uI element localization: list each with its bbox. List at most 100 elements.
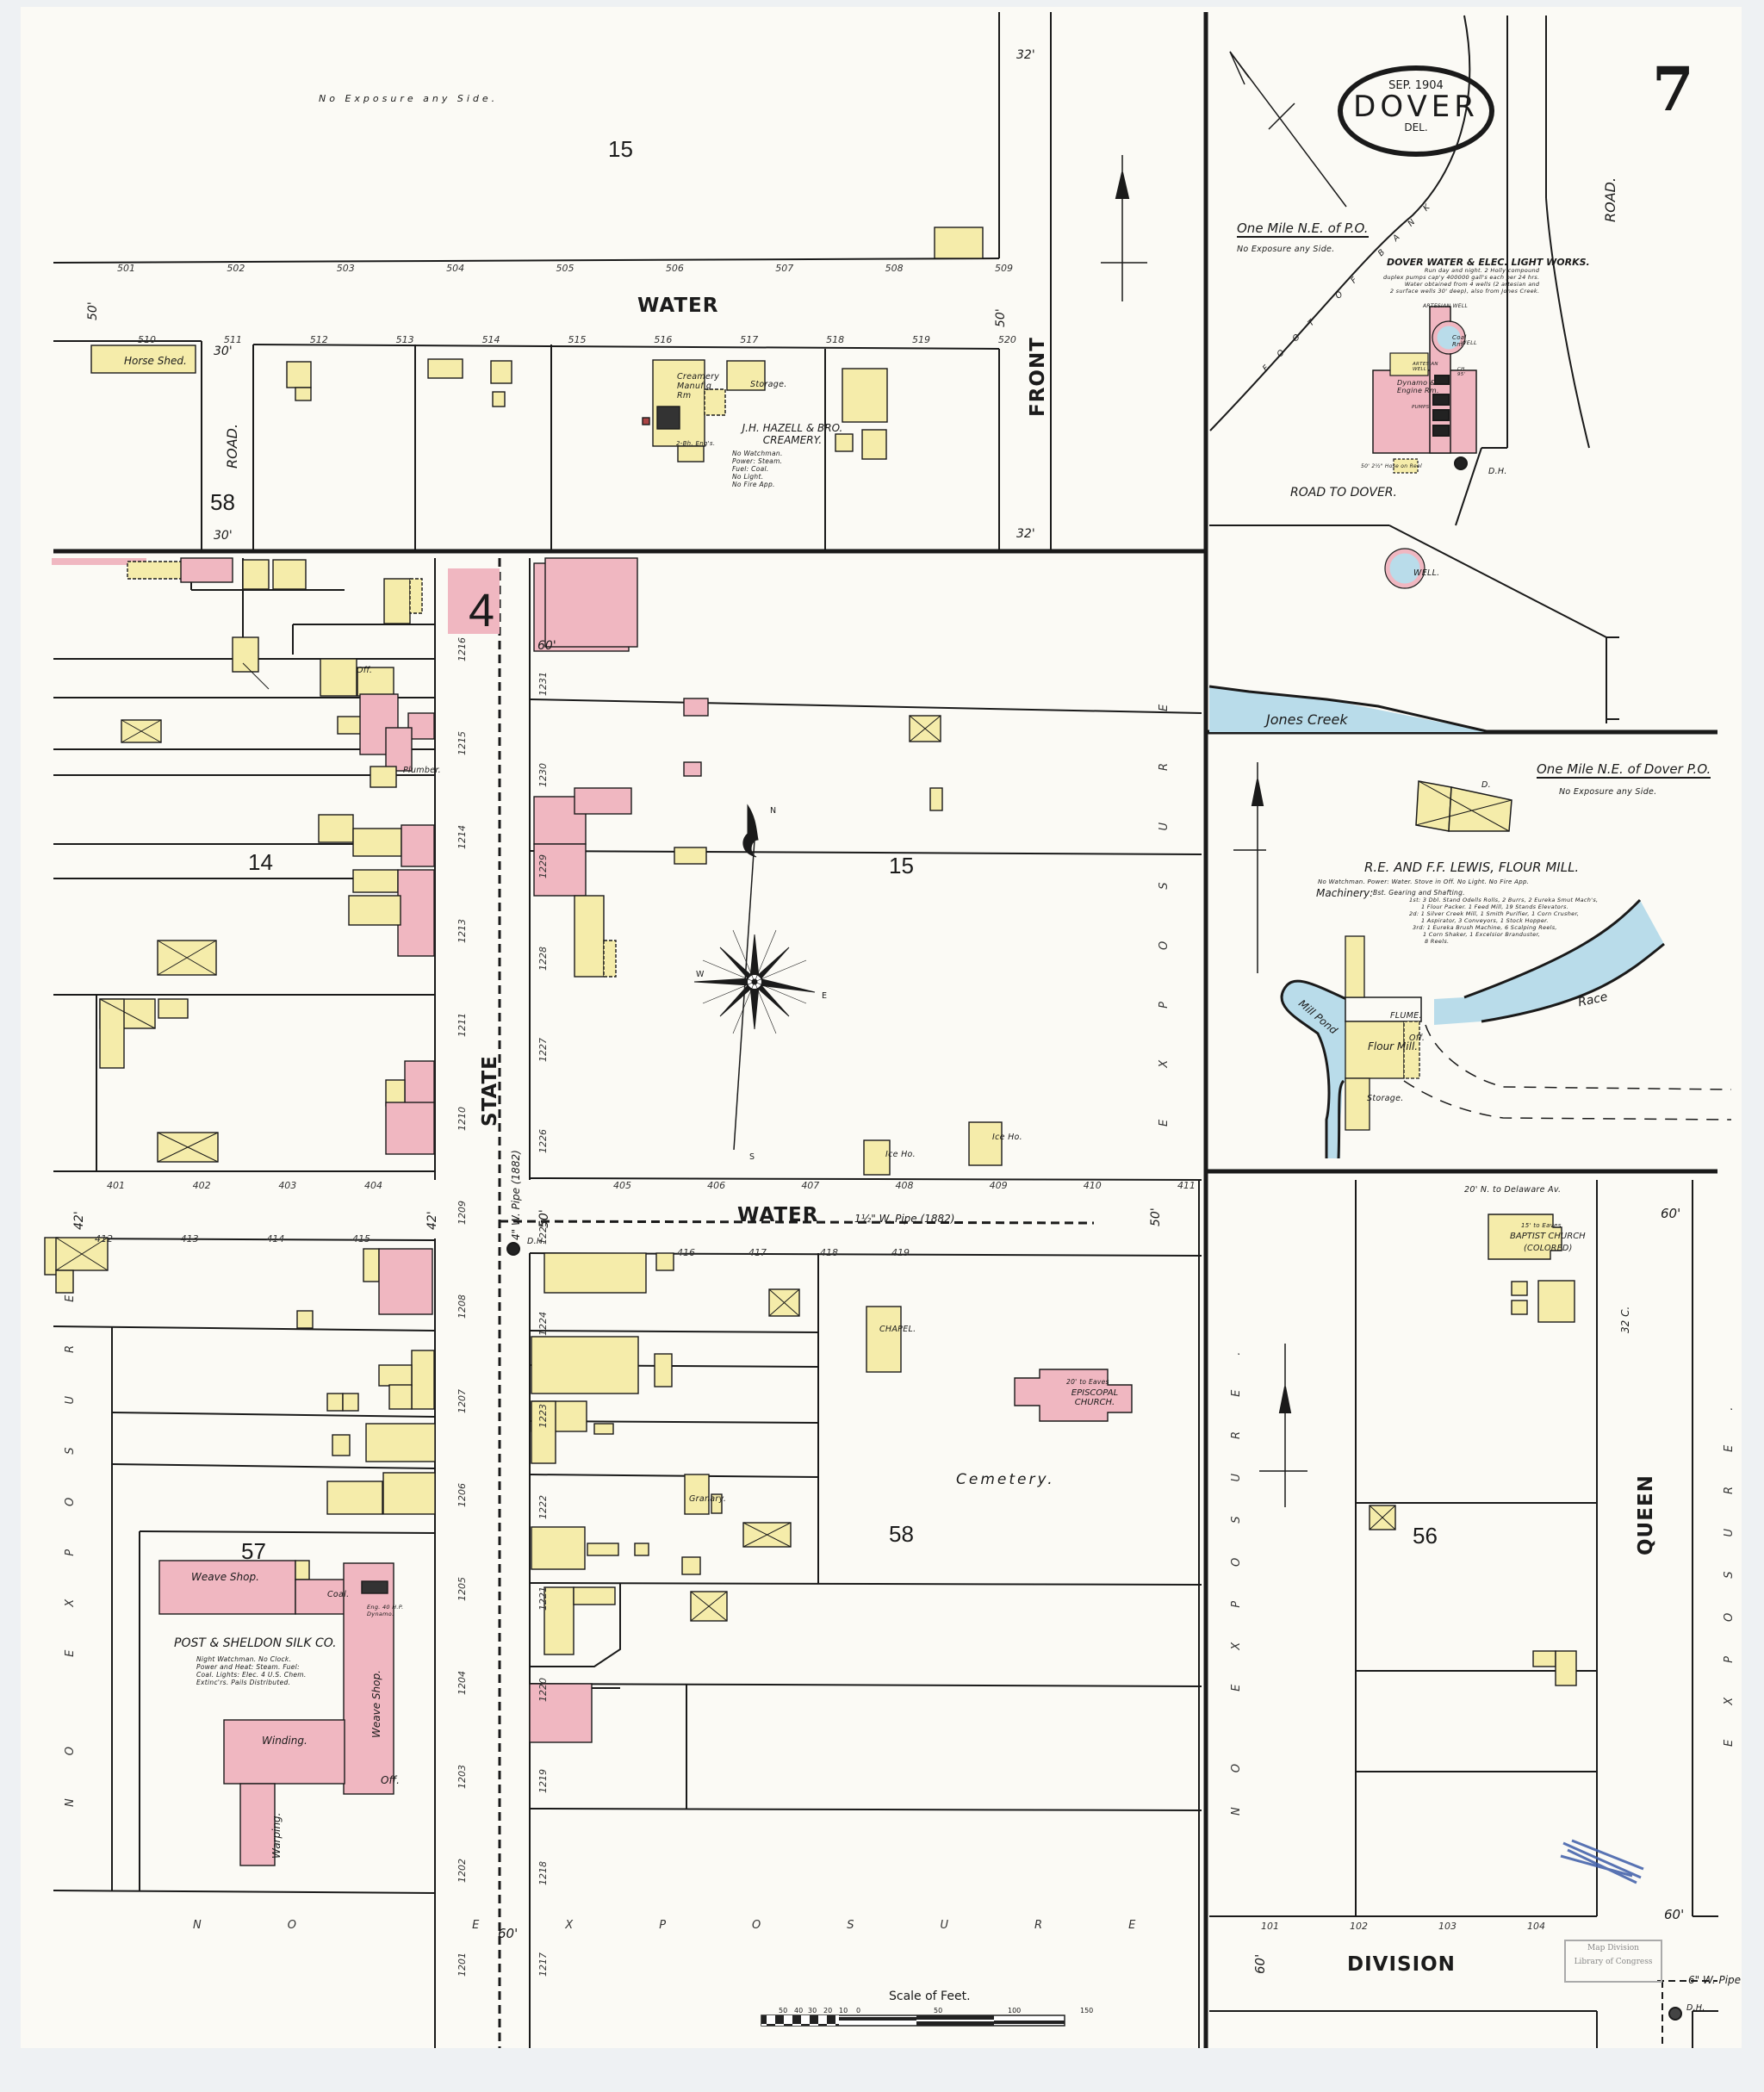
scale-tick: 40 — [794, 2007, 804, 2014]
street-water-mid: WATER — [737, 1204, 819, 1226]
address-number: 1229 — [537, 854, 549, 879]
address-number: 402 — [192, 1180, 211, 1191]
address-number: 512 — [309, 334, 328, 345]
address-number: 1223 — [537, 1403, 549, 1428]
width-label: 42' — [72, 1211, 86, 1230]
scale-tick: 50 — [934, 2007, 943, 2014]
dwelling-label: D. — [1481, 780, 1491, 790]
coal-room-label: Coal Rm — [1452, 334, 1467, 348]
weave-shop-label: Weave Shop. — [191, 1571, 259, 1583]
address-row-water-mid-north-left: 401 402 403 404 — [107, 1180, 382, 1191]
address-number: 1227 — [537, 1037, 549, 1062]
address-column-state-east: 1231 1230 1229 1228 1227 1226 1225 1224 … — [537, 672, 550, 1988]
address-number: 516 — [654, 334, 673, 345]
address-number: 1225 — [537, 1220, 549, 1245]
street-road-right: ROAD. — [1602, 177, 1618, 222]
baptist-church-sub-label: (COLORED) — [1524, 1244, 1573, 1253]
well-label: WELL — [1461, 339, 1477, 346]
hose-reel-label: 50' 2½" Hose on Reel — [1361, 463, 1422, 469]
address-row-water-mid-south-right: 416 417 418 419 — [677, 1247, 910, 1258]
address-number: 517 — [740, 334, 759, 345]
map-linework — [44, 12, 1732, 2048]
flour-mill-building-label: Flour Mill. — [1368, 1040, 1419, 1052]
width-label: 50' — [86, 301, 100, 320]
hydrant-label: D.H. — [1686, 2003, 1705, 2013]
address-number: 407 — [801, 1180, 820, 1191]
address-number: 1205 — [457, 1576, 468, 1601]
street-road-left: ROAD. — [224, 423, 240, 469]
silk-mill-notes: Night Watchman. No Clock. Power and Heat… — [196, 1655, 307, 1686]
office-silk-label: Off. — [381, 1774, 400, 1786]
width-label: 60' — [1664, 1907, 1685, 1922]
artesian-well-label: ARTESIAN WELL — [1423, 303, 1469, 309]
address-number: 1214 — [457, 825, 468, 850]
address-number: 1210 — [457, 1107, 468, 1132]
block-number-14: 14 — [248, 849, 273, 875]
boiler-label: 2-Bh. Eng's. — [676, 440, 716, 447]
chimney-label: CH. 95' — [1457, 367, 1467, 377]
address-number: 1221 — [537, 1586, 549, 1611]
delaware-av-note: 20' N. to Delaware Av. — [1464, 1185, 1562, 1195]
street-front: FRONT — [1027, 337, 1049, 417]
width-label: 42' — [425, 1211, 439, 1230]
scale-tick: 10 — [839, 2007, 848, 2014]
water-works-exposure: No Exposure any Side. — [1237, 245, 1335, 254]
width-label: 60' — [498, 1926, 519, 1941]
width-label: 60' — [537, 639, 556, 653]
address-number: 403 — [278, 1180, 297, 1191]
address-number: 408 — [895, 1180, 914, 1191]
block-number-57: 57 — [241, 1538, 266, 1564]
address-number: 1211 — [457, 1013, 468, 1038]
flour-mill-storage-label: Storage. — [1367, 1094, 1404, 1103]
scale-tick: 50 — [779, 2007, 788, 2014]
width-label: 32 C. — [1619, 1306, 1631, 1333]
address-number: 1226 — [537, 1129, 549, 1154]
address-number: 507 — [775, 263, 794, 274]
address-number: 101 — [1261, 1921, 1279, 1932]
address-number: 519 — [912, 334, 931, 345]
block-number-56: 56 — [1413, 1523, 1438, 1549]
address-number: 416 — [677, 1247, 695, 1258]
address-number: 1224 — [537, 1312, 549, 1337]
well-label: WELL. — [1413, 568, 1440, 578]
address-number: 1201 — [457, 1952, 468, 1977]
address-row-water-top-south: 510 511 512 513 514 515 516 517 518 519 … — [138, 334, 1016, 345]
exposure-note-queen-left: NO EXPOSURE. — [1230, 1317, 1243, 1816]
address-number: 511 — [223, 334, 242, 345]
plumber-label: Plumber. — [403, 766, 441, 775]
address-number: 410 — [1083, 1180, 1102, 1191]
stamp-line-1: Map Division — [1587, 1944, 1639, 1952]
silk-mill-note: Power and Heat: Steam. Fuel: — [196, 1663, 300, 1671]
address-number: 104 — [1527, 1921, 1545, 1932]
flour-mill-location: One Mile N.E. of Dover P.O. — [1537, 761, 1711, 779]
six-inch-pipe-label: 6" W. Pipe — [1688, 1974, 1742, 1986]
block-number-4: 4 — [469, 585, 495, 636]
address-number: 406 — [707, 1180, 726, 1191]
creamery-note: No Watchman. — [732, 450, 783, 457]
address-row-division-north: 101 102 103 104 — [1261, 1921, 1545, 1932]
flume-label: FLUME. — [1390, 1011, 1422, 1021]
address-number: 102 — [1350, 1921, 1368, 1932]
address-number: 419 — [891, 1247, 910, 1258]
block-number-15-mid: 15 — [889, 853, 914, 878]
water-works-note: Water obtained from 4 wells (2 artesian … — [1404, 281, 1540, 288]
compass-east: E — [822, 991, 828, 1001]
street-queen: QUEEN — [1635, 1474, 1657, 1555]
map-state: DEL. — [1404, 121, 1428, 133]
address-row-water-top-north: 501 502 503 504 505 506 507 508 509 — [117, 263, 1013, 274]
address-number: 1217 — [537, 1952, 549, 1977]
address-number: 1204 — [457, 1670, 468, 1695]
compass-rose-icon — [693, 804, 816, 1151]
compass-west: W — [696, 970, 705, 979]
address-number: 502 — [227, 263, 245, 274]
scale-tick: 20 — [823, 2007, 833, 2014]
address-number: 411 — [1177, 1180, 1196, 1191]
machinery-title: Machinery: — [1316, 887, 1374, 899]
width-label: 32' — [1016, 48, 1035, 62]
creamery-note: Power: Steam. — [732, 457, 783, 465]
scale-tick: 100 — [1008, 2007, 1022, 2014]
road-to-dover-label: ROAD TO DOVER. — [1290, 486, 1397, 500]
address-number: 1220 — [537, 1678, 549, 1703]
machinery-item: 2d: 1 Silver Creek Mill, 1 Smith Purifie… — [1409, 910, 1580, 917]
address-number: 1216 — [457, 637, 468, 661]
